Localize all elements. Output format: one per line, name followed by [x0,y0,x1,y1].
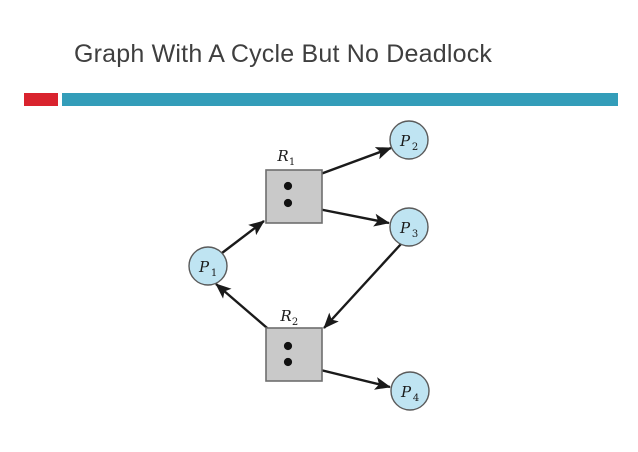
edge-p3-requests-r2 [323,243,402,329]
resource-node-r1[interactable]: R 1 [265,147,323,224]
resource-label-r1: R [276,147,288,165]
resource-box-r2 [265,327,323,382]
process-label-p4-subscript: 4 [413,393,419,404]
process-label-p3-subscript: 3 [412,229,418,240]
resource-instance-dot [283,181,293,191]
process-circle-p4 [390,371,430,411]
process-label-p2-subscript: 2 [412,142,418,153]
process-node-p2[interactable]: P 2 [389,120,429,160]
process-circle-p3 [389,207,429,247]
process-circle-p1 [188,246,228,286]
process-node-p4[interactable]: P 4 [390,371,430,411]
process-label-p3: P [399,219,411,237]
resource-label-r1-subscript: 1 [289,157,295,168]
process-label-p2: P [399,132,411,150]
resource-instance-dot [283,357,293,367]
resource-label-r2-subscript: 2 [292,317,298,328]
process-label-p1-subscript: 1 [211,268,217,279]
page-title: Graph With A Cycle But No Deadlock [74,40,493,68]
accent-bar-teal [62,93,618,106]
process-label-p1: P [198,258,210,276]
process-node-p1[interactable]: P 1 [188,246,228,286]
accent-bar-red [24,93,58,106]
process-node-p3[interactable]: P 3 [389,207,429,247]
resource-instance-dot [283,341,293,351]
resource-instance-dot [283,198,293,208]
resource-box-r1 [265,169,323,224]
resource-label-r2: R [279,307,291,325]
process-label-p4: P [400,383,412,401]
resource-node-r2[interactable]: R 2 [265,307,323,382]
edge-p1-requests-r1 [221,220,265,254]
process-circle-p2 [389,120,429,160]
